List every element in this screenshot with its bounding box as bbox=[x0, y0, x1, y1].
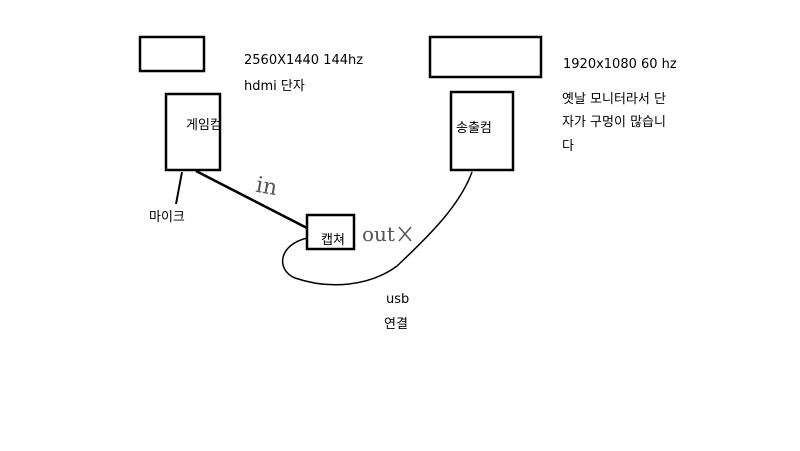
out-mark-icon bbox=[398, 226, 412, 242]
right-monitor-box bbox=[428, 35, 543, 79]
left-port-label: hdmi 단자 bbox=[244, 79, 305, 94]
capture-label: 캡쳐 bbox=[321, 233, 345, 248]
out-handwriting: out bbox=[362, 222, 395, 246]
mic-label: 마이크 bbox=[149, 210, 185, 225]
usb-label: usb bbox=[386, 292, 410, 307]
left-monitor-spec: 2560X1440 144hz bbox=[244, 53, 364, 68]
right-note-line2: 자가 구멍이 많습니 bbox=[562, 115, 666, 130]
left-monitor-box bbox=[138, 35, 206, 73]
right-note-line3: 다 bbox=[562, 139, 574, 154]
stream-pc-label: 송출컴 bbox=[456, 121, 492, 136]
mic-cable bbox=[175, 171, 183, 205]
connection-label: 연결 bbox=[384, 317, 408, 332]
right-note-line1: 옛날 모니터라서 단 bbox=[562, 92, 666, 107]
gaming-pc-label: 게임컴 bbox=[186, 118, 222, 133]
stream-pc-box bbox=[449, 90, 515, 172]
right-monitor-spec: 1920x1080 60 hz bbox=[563, 57, 677, 72]
usb-cable bbox=[281, 171, 473, 286]
in-handwriting: in bbox=[254, 173, 279, 201]
gaming-pc-box bbox=[164, 92, 222, 172]
hdmi-cable bbox=[195, 169, 308, 230]
capture-box bbox=[305, 213, 356, 251]
